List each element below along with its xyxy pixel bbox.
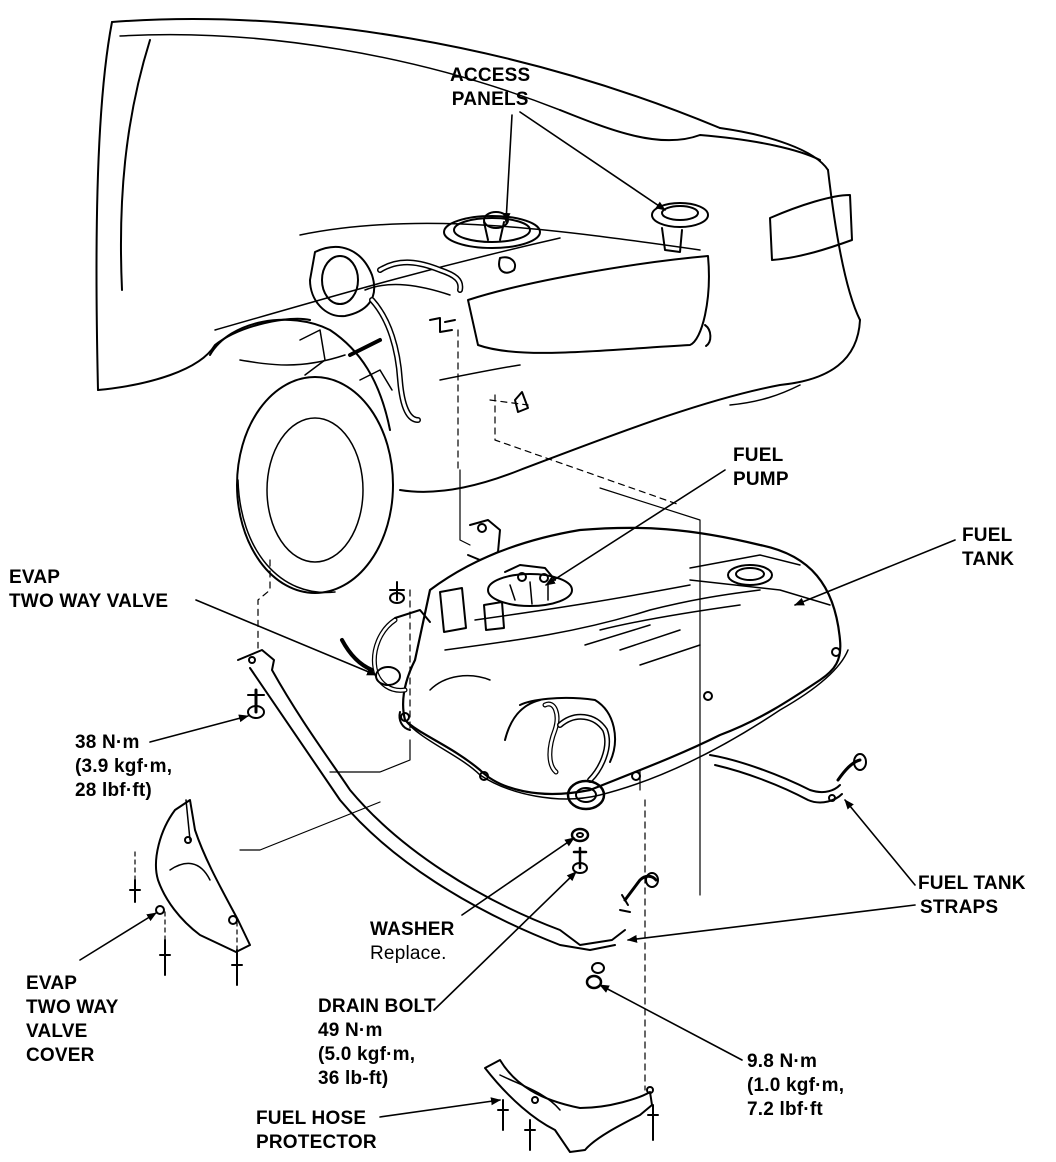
- label-washer: WASHER Replace.: [370, 919, 455, 964]
- drain-bolt-part: [572, 846, 588, 874]
- access-panel-right: [651, 202, 709, 253]
- label-evap-two-way-valve: EVAP TWO WAY VALVE: [9, 567, 169, 612]
- label-torque-9-8nm: 9.8 N·m (1.0 kgf·m, 7.2 lbf·ft: [747, 1051, 845, 1120]
- arrow-9-8nm: [599, 984, 743, 1061]
- arrow-evap-valve: [195, 599, 377, 676]
- arrow-strap-left: [627, 904, 916, 943]
- fuel-tank: [398, 519, 849, 811]
- arrow-evap-cover: [79, 912, 157, 961]
- bolt-upper-left: [389, 581, 405, 604]
- car-body: [95, 18, 861, 594]
- arrow-strap-right: [844, 799, 916, 886]
- label-access-panels: ACCESS PANELS: [450, 65, 531, 110]
- arrow-fuel-pump: [545, 469, 726, 586]
- washer-part: [570, 827, 590, 843]
- guide-lines: [239, 469, 701, 896]
- leader-arrows: [79, 111, 956, 1118]
- access-panel-left: [443, 211, 541, 274]
- bolt-38nm: [247, 688, 265, 719]
- arrow-access-right: [519, 111, 666, 211]
- fuel-hose-protector-part: [484, 1059, 659, 1153]
- fuel-tank-strap-right: [709, 753, 867, 804]
- arrow-washer: [461, 837, 575, 916]
- label-fuel-pump: FUEL PUMP: [733, 445, 789, 490]
- label-evap-valve-cover: EVAP TWO WAY VALVE COVER: [26, 973, 119, 1066]
- bolt-9-8nm: [585, 872, 659, 990]
- label-fuel-tank-straps: FUEL TANK STRAPS: [918, 873, 1026, 918]
- label-torque-38nm: 38 N·m (3.9 kgf·m, 28 lbf·ft): [75, 732, 173, 801]
- arrow-access-left: [502, 114, 513, 223]
- arrow-38nm: [149, 714, 249, 743]
- label-fuel-hose-protector: FUEL HOSE PROTECTOR: [256, 1108, 377, 1153]
- arrow-fuel-tank: [794, 539, 956, 606]
- arrow-hose-protector: [379, 1097, 501, 1118]
- alignment-lines: [257, 329, 681, 1091]
- fuel-tank-strap-left: [237, 649, 626, 951]
- label-fuel-tank: FUEL TANK: [962, 525, 1015, 570]
- arrow-drain-bolt: [433, 871, 577, 1011]
- label-drain-bolt: DRAIN BOLT 49 N·m (5.0 kgf·m, 36 lb-ft): [318, 996, 436, 1089]
- evap-valve-cover-part: [129, 799, 251, 986]
